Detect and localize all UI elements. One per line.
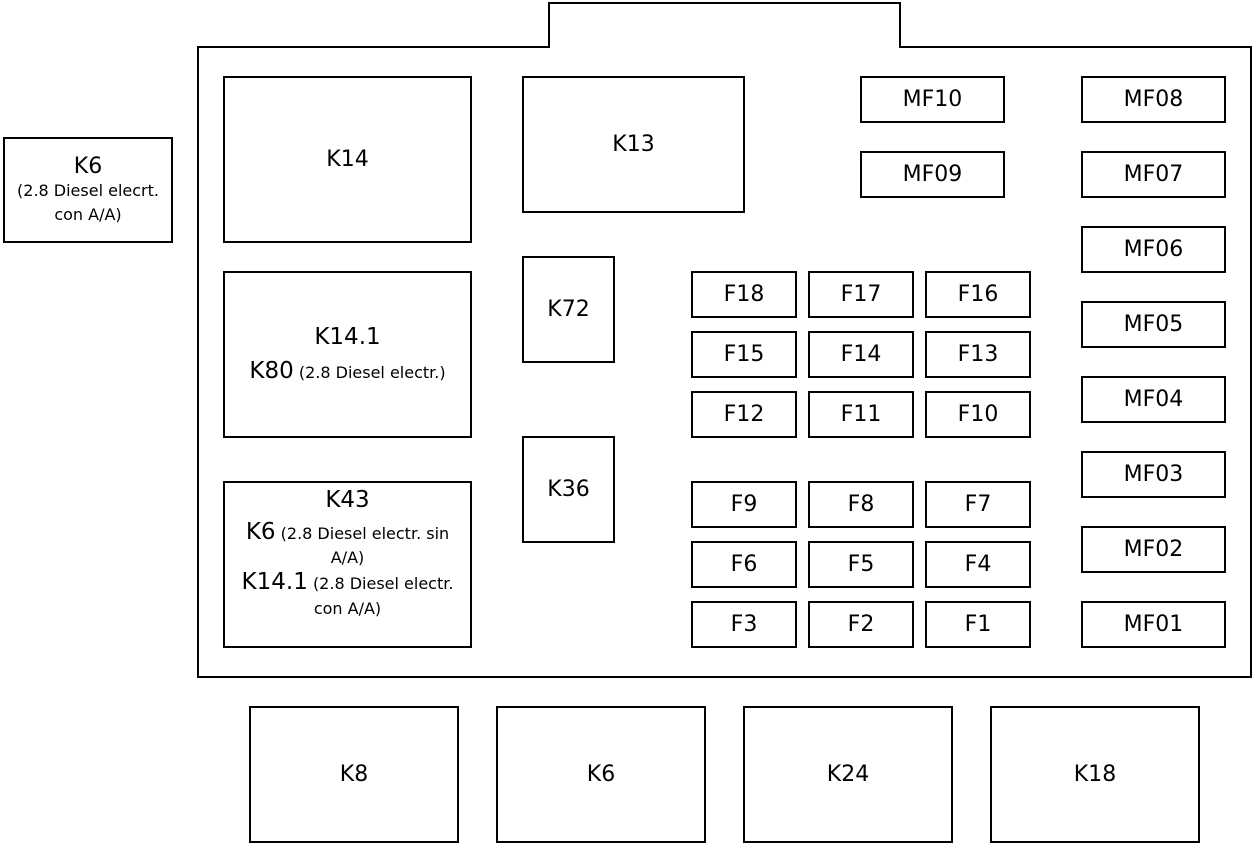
relay-k72: K72 — [522, 256, 615, 363]
fuse: F7 — [925, 481, 1031, 528]
maxi-fuse: MF01 — [1081, 601, 1226, 648]
fuse: F10 — [925, 391, 1031, 438]
fuse: F15 — [691, 331, 797, 378]
fuse: F6 — [691, 541, 797, 588]
fuse-label: F3 — [730, 612, 758, 637]
relay-k14: K14 — [223, 76, 472, 243]
relay-label: K14 — [326, 147, 369, 172]
relay-k13: K13 — [522, 76, 745, 213]
housing-outline — [197, 2, 1252, 678]
fuse-label: MF07 — [1123, 162, 1184, 187]
relay-label: K13 — [612, 132, 655, 157]
fuse-label: F10 — [957, 402, 999, 427]
fuse-label: F13 — [957, 342, 999, 367]
relay-bottom: K24 — [743, 706, 953, 843]
fuse-label: F2 — [847, 612, 875, 637]
relay-label: K6 — [73, 154, 103, 180]
relay-note: (2.8 Diesel electr.) — [298, 362, 446, 382]
maxi-fuse: MF02 — [1081, 526, 1226, 573]
fuse: F8 — [808, 481, 914, 528]
fuse-label: F1 — [964, 612, 992, 637]
fuse: F3 — [691, 601, 797, 648]
relay-label: K43 — [325, 487, 370, 513]
fuse: F1 — [925, 601, 1031, 648]
fuse-label: MF10 — [902, 87, 963, 112]
fuse-label: MF04 — [1123, 387, 1184, 412]
relay-label: K36 — [547, 477, 590, 502]
relay-label: K14.1 — [314, 323, 381, 350]
fuse-label: F5 — [847, 552, 875, 577]
maxi-fuse: MF08 — [1081, 76, 1226, 123]
external-relay-k6: K6 (2.8 Diesel elecrt. con A/A) — [3, 137, 173, 243]
relay-label: K6 — [245, 518, 276, 545]
fuse-label: F9 — [730, 492, 758, 517]
maxi-fuse: MF04 — [1081, 376, 1226, 423]
maxi-fuse: MF03 — [1081, 451, 1226, 498]
fuse: F12 — [691, 391, 797, 438]
fuse: F18 — [691, 271, 797, 318]
relay-k6-line: K6 (2.8 Diesel electr. sin — [246, 519, 449, 547]
relay-k36: K36 — [522, 436, 615, 543]
maxi-fuse: MF10 — [860, 76, 1005, 123]
relay-k43: K43 K6 (2.8 Diesel electr. sin A/A) K14.… — [223, 481, 472, 648]
relay-k80-line: K80 (2.8 Diesel electr.) — [249, 358, 445, 386]
relay-note: A/A) — [330, 548, 365, 568]
fuse: F5 — [808, 541, 914, 588]
fuse-label: F7 — [964, 492, 992, 517]
relay-bottom: K8 — [249, 706, 459, 843]
fuse-label: MF09 — [902, 162, 963, 187]
fuse: F9 — [691, 481, 797, 528]
fuse-label: MF08 — [1123, 87, 1184, 112]
relay-note: (2.8 Diesel electr. sin — [280, 523, 450, 543]
fuse-label: F4 — [964, 552, 992, 577]
relay-note: (2.8 Diesel elecrt. — [17, 181, 159, 201]
maxi-fuse: MF09 — [860, 151, 1005, 198]
relay-k14-1: K14.1 K80 (2.8 Diesel electr.) — [223, 271, 472, 438]
fuse: F17 — [808, 271, 914, 318]
fuse-label: F18 — [723, 282, 765, 307]
fuse-label: F12 — [723, 402, 765, 427]
relay-label: K6 — [586, 762, 616, 787]
relay-note: con A/A) — [313, 598, 382, 618]
fuse-label: MF02 — [1123, 537, 1184, 562]
relay-label: K18 — [1073, 762, 1117, 787]
relay-label: K14.1 — [241, 569, 308, 596]
fuse-label: F11 — [840, 402, 882, 427]
relay-k14-1-line: K14.1 (2.8 Diesel electr. — [242, 569, 454, 597]
fuse-label: F17 — [840, 282, 882, 307]
fuse: F13 — [925, 331, 1031, 378]
fuse-label: MF01 — [1123, 612, 1184, 637]
fuse-label: F14 — [840, 342, 882, 367]
fuse-label: F8 — [847, 492, 875, 517]
fuse: F2 — [808, 601, 914, 648]
relay-bottom: K6 — [496, 706, 706, 843]
fuse-label: MF03 — [1123, 462, 1184, 487]
relay-label: K8 — [339, 762, 369, 787]
fuse-label: F16 — [957, 282, 999, 307]
fuse-label: F15 — [723, 342, 765, 367]
relay-bottom: K18 — [990, 706, 1200, 843]
relay-label: K24 — [826, 762, 870, 787]
maxi-fuse: MF05 — [1081, 301, 1226, 348]
fuse-label: F6 — [730, 552, 758, 577]
relay-note: con A/A) — [54, 204, 122, 224]
maxi-fuse: MF07 — [1081, 151, 1226, 198]
fuse-label: MF06 — [1123, 237, 1184, 262]
maxi-fuse: MF06 — [1081, 226, 1226, 273]
relay-note: (2.8 Diesel electr. — [312, 574, 454, 594]
fuse: F16 — [925, 271, 1031, 318]
relay-label: K80 — [249, 357, 294, 384]
fuse: F4 — [925, 541, 1031, 588]
fuse: F14 — [808, 331, 914, 378]
fuse-label: MF05 — [1123, 312, 1184, 337]
relay-label: K72 — [547, 297, 590, 322]
fuse: F11 — [808, 391, 914, 438]
